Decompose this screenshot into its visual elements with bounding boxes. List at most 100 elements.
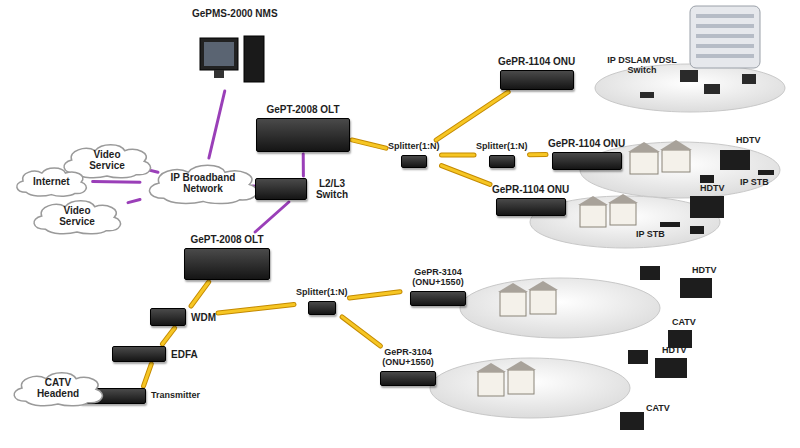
fiber-cable [352, 140, 386, 148]
ethernet-cable [303, 154, 304, 176]
cable-stroke [302, 154, 305, 176]
device-node: GePR-3104 (ONU+1550) [402, 268, 474, 306]
device-label: Splitter(1:N) [388, 142, 440, 152]
device-caption: IP DSLAM VDSL Switch [602, 56, 682, 76]
network-device [410, 291, 466, 306]
cable-stroke [530, 153, 547, 156]
device-label: Internet [23, 176, 80, 187]
network-device [496, 198, 566, 216]
cable-stroke [530, 152, 547, 157]
cable-stroke [209, 91, 225, 158]
cable-stroke [255, 202, 289, 232]
network-device [184, 248, 270, 280]
fiber-cable [530, 154, 547, 155]
cloud-node: Video Service [28, 196, 126, 236]
device-node: GePT-2008 OLT [184, 234, 270, 280]
fiber-cable [350, 292, 401, 298]
cable-stroke [162, 328, 174, 344]
cable-stroke [191, 282, 209, 306]
cable-stroke [442, 153, 475, 156]
network-device [489, 155, 515, 168]
device-caption: IP STB [740, 178, 769, 188]
device-node: Splitter(1:N) [296, 288, 348, 315]
device-label: L2/L3 Switch [312, 178, 352, 200]
cable-stroke [352, 140, 386, 148]
network-device [380, 371, 436, 386]
cable-stroke [128, 200, 140, 203]
device-label: GePMS-2000 NMS [192, 8, 278, 19]
device-caption: HDTV [692, 266, 717, 276]
device-label: Video Service [39, 205, 115, 227]
network-device [552, 152, 622, 170]
device-label: GePR-3104 (ONU+1550) [402, 268, 474, 288]
network-device [112, 346, 166, 362]
cable-stroke [218, 305, 294, 314]
house-roofs [476, 140, 692, 372]
cable-stroke [342, 317, 380, 346]
cloud-node: CATV Headend [8, 368, 108, 408]
device-node: GePR-1104 ONU [492, 184, 569, 216]
cable-stroke [442, 166, 491, 185]
device-label: GePR-1104 ONU [492, 184, 569, 195]
device-node: GePR-1104 ONU [548, 138, 625, 170]
cloud-node: Internet [12, 164, 91, 198]
device-label: GePT-2008 OLT [266, 104, 339, 115]
device-label: GePR-1104 ONU [498, 56, 575, 67]
ethernet-cable [128, 200, 140, 203]
cable-stroke [352, 140, 386, 148]
device-caption: HDTV [700, 184, 725, 194]
device-caption: IP STB [636, 230, 665, 240]
nms-computer [200, 36, 264, 82]
device-label: WDM [191, 312, 216, 323]
cable-stroke [442, 166, 491, 185]
network-device [500, 70, 574, 90]
device-label: GePR-3104 (ONU+1550) [372, 348, 444, 368]
office-building [690, 6, 760, 68]
tv-sets [620, 150, 774, 430]
site-platform [460, 278, 660, 338]
device-label: Splitter(1:N) [476, 142, 528, 152]
fiber-cable [442, 166, 491, 185]
houses [478, 150, 690, 396]
cable-stroke [436, 92, 508, 140]
device-label: Transmitter [151, 391, 200, 401]
device-label: GePT-2008 OLT [190, 234, 263, 245]
device-spacer [195, 19, 275, 89]
ethernet-cable [93, 181, 140, 183]
device-label: GePR-1104 ONU [548, 138, 625, 149]
ethernet-cable [255, 202, 289, 232]
cable-stroke [162, 328, 174, 344]
network-device [150, 308, 186, 326]
device-caption: CATV [646, 404, 670, 414]
fiber-cable [436, 92, 508, 140]
device-caption: CATV [672, 318, 696, 328]
cable-stroke [144, 364, 152, 386]
site-platform [430, 358, 630, 418]
device-node: WDM [150, 308, 216, 326]
cable-stroke [442, 152, 475, 157]
cable-stroke [218, 305, 294, 314]
device-label: IP Broadband Network [153, 172, 253, 194]
fiber-cable [442, 154, 475, 155]
device-node: L2/L3 Switch [255, 178, 352, 200]
network-device [401, 155, 427, 168]
site-platform [595, 64, 785, 112]
device-node: GePMS-2000 NMS [192, 8, 278, 89]
network-device [255, 178, 307, 200]
cable-stroke [350, 292, 401, 298]
device-node: GePR-1104 ONU [498, 56, 575, 90]
device-node: GePR-3104 (ONU+1550) [372, 348, 444, 386]
network-device [256, 118, 350, 152]
device-label: EDFA [171, 349, 198, 360]
fiber-cable [144, 364, 152, 386]
office-computers [640, 70, 756, 98]
site-platform [580, 142, 780, 198]
device-node: EDFA [112, 346, 198, 362]
device-caption: HDTV [736, 136, 761, 146]
device-caption: HDTV [662, 346, 687, 356]
device-label: CATV Headend [19, 377, 97, 399]
fiber-cable [218, 305, 294, 314]
cloud-node: IP Broadband Network [142, 160, 264, 206]
device-node: GePT-2008 OLT [256, 104, 350, 152]
